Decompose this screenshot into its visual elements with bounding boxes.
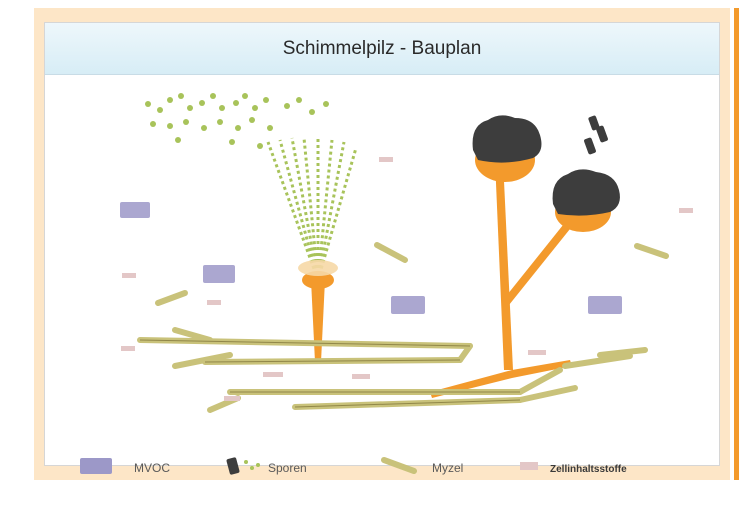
sporangium-spores xyxy=(473,115,542,162)
legend-myzel-icon xyxy=(384,460,414,471)
legend-myzel-label: Myzel xyxy=(432,461,463,475)
legend-sporen-label: Sporen xyxy=(268,461,307,475)
mvoc-cloud xyxy=(391,296,425,314)
legend-zellinhalt-label: Zellinhaltsstoffe xyxy=(550,464,627,475)
mvoc-cloud xyxy=(120,202,150,218)
green-spores xyxy=(145,93,329,149)
legend-mvoc-label: MVOC xyxy=(134,461,170,475)
mvoc-cloud xyxy=(203,265,235,283)
legend-sporen-icon xyxy=(226,457,260,475)
sporangiophore-stalk xyxy=(495,160,513,370)
dark-spores xyxy=(584,115,609,155)
legend-zellinhalt-icon xyxy=(520,462,538,470)
spore-chains xyxy=(268,138,356,280)
mvoc-cloud xyxy=(588,296,622,314)
legend-mvoc-icon xyxy=(80,458,112,474)
conidiophore-stalk xyxy=(311,280,325,362)
sporangium-spores xyxy=(553,169,620,215)
mycelium xyxy=(140,330,645,410)
